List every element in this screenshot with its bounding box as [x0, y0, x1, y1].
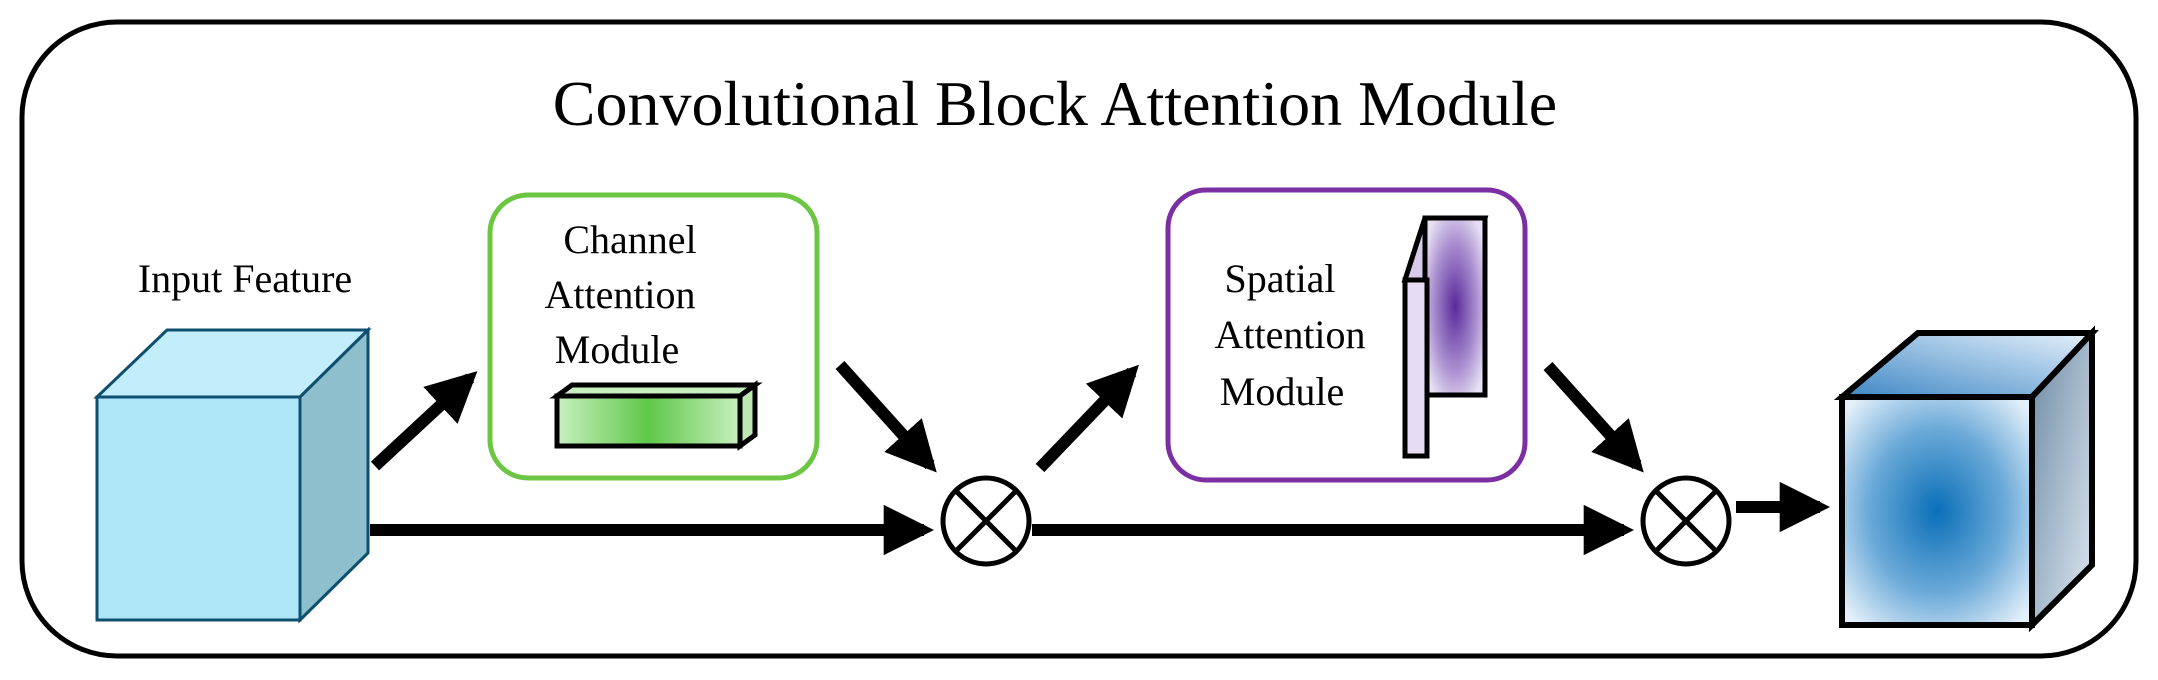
arrow-input-to-channel [370, 371, 478, 471]
spatial-attention-label: Spatial Attention Module [1214, 256, 1375, 414]
arrow-spatial-to-multiply2 [1543, 361, 1644, 473]
input-feature-cube [93, 326, 372, 624]
channel-attention-label: Channel Attention Module [544, 217, 706, 372]
output-feature-cube [1833, 325, 2099, 633]
multiply-operator-1 [940, 475, 1032, 567]
arrow-channel-to-multiply1 [835, 360, 937, 473]
spatial-attention-map [1401, 215, 1489, 459]
diagram-title: Convolutional Block Attention Module [553, 68, 1557, 139]
arrow-multiply1-to-spatial [1035, 364, 1139, 473]
channel-attention-bar [549, 380, 763, 451]
multiply-operator-2 [1640, 475, 1732, 567]
outer-frame [19, 19, 2139, 659]
input-feature-label: Input Feature [138, 256, 352, 301]
